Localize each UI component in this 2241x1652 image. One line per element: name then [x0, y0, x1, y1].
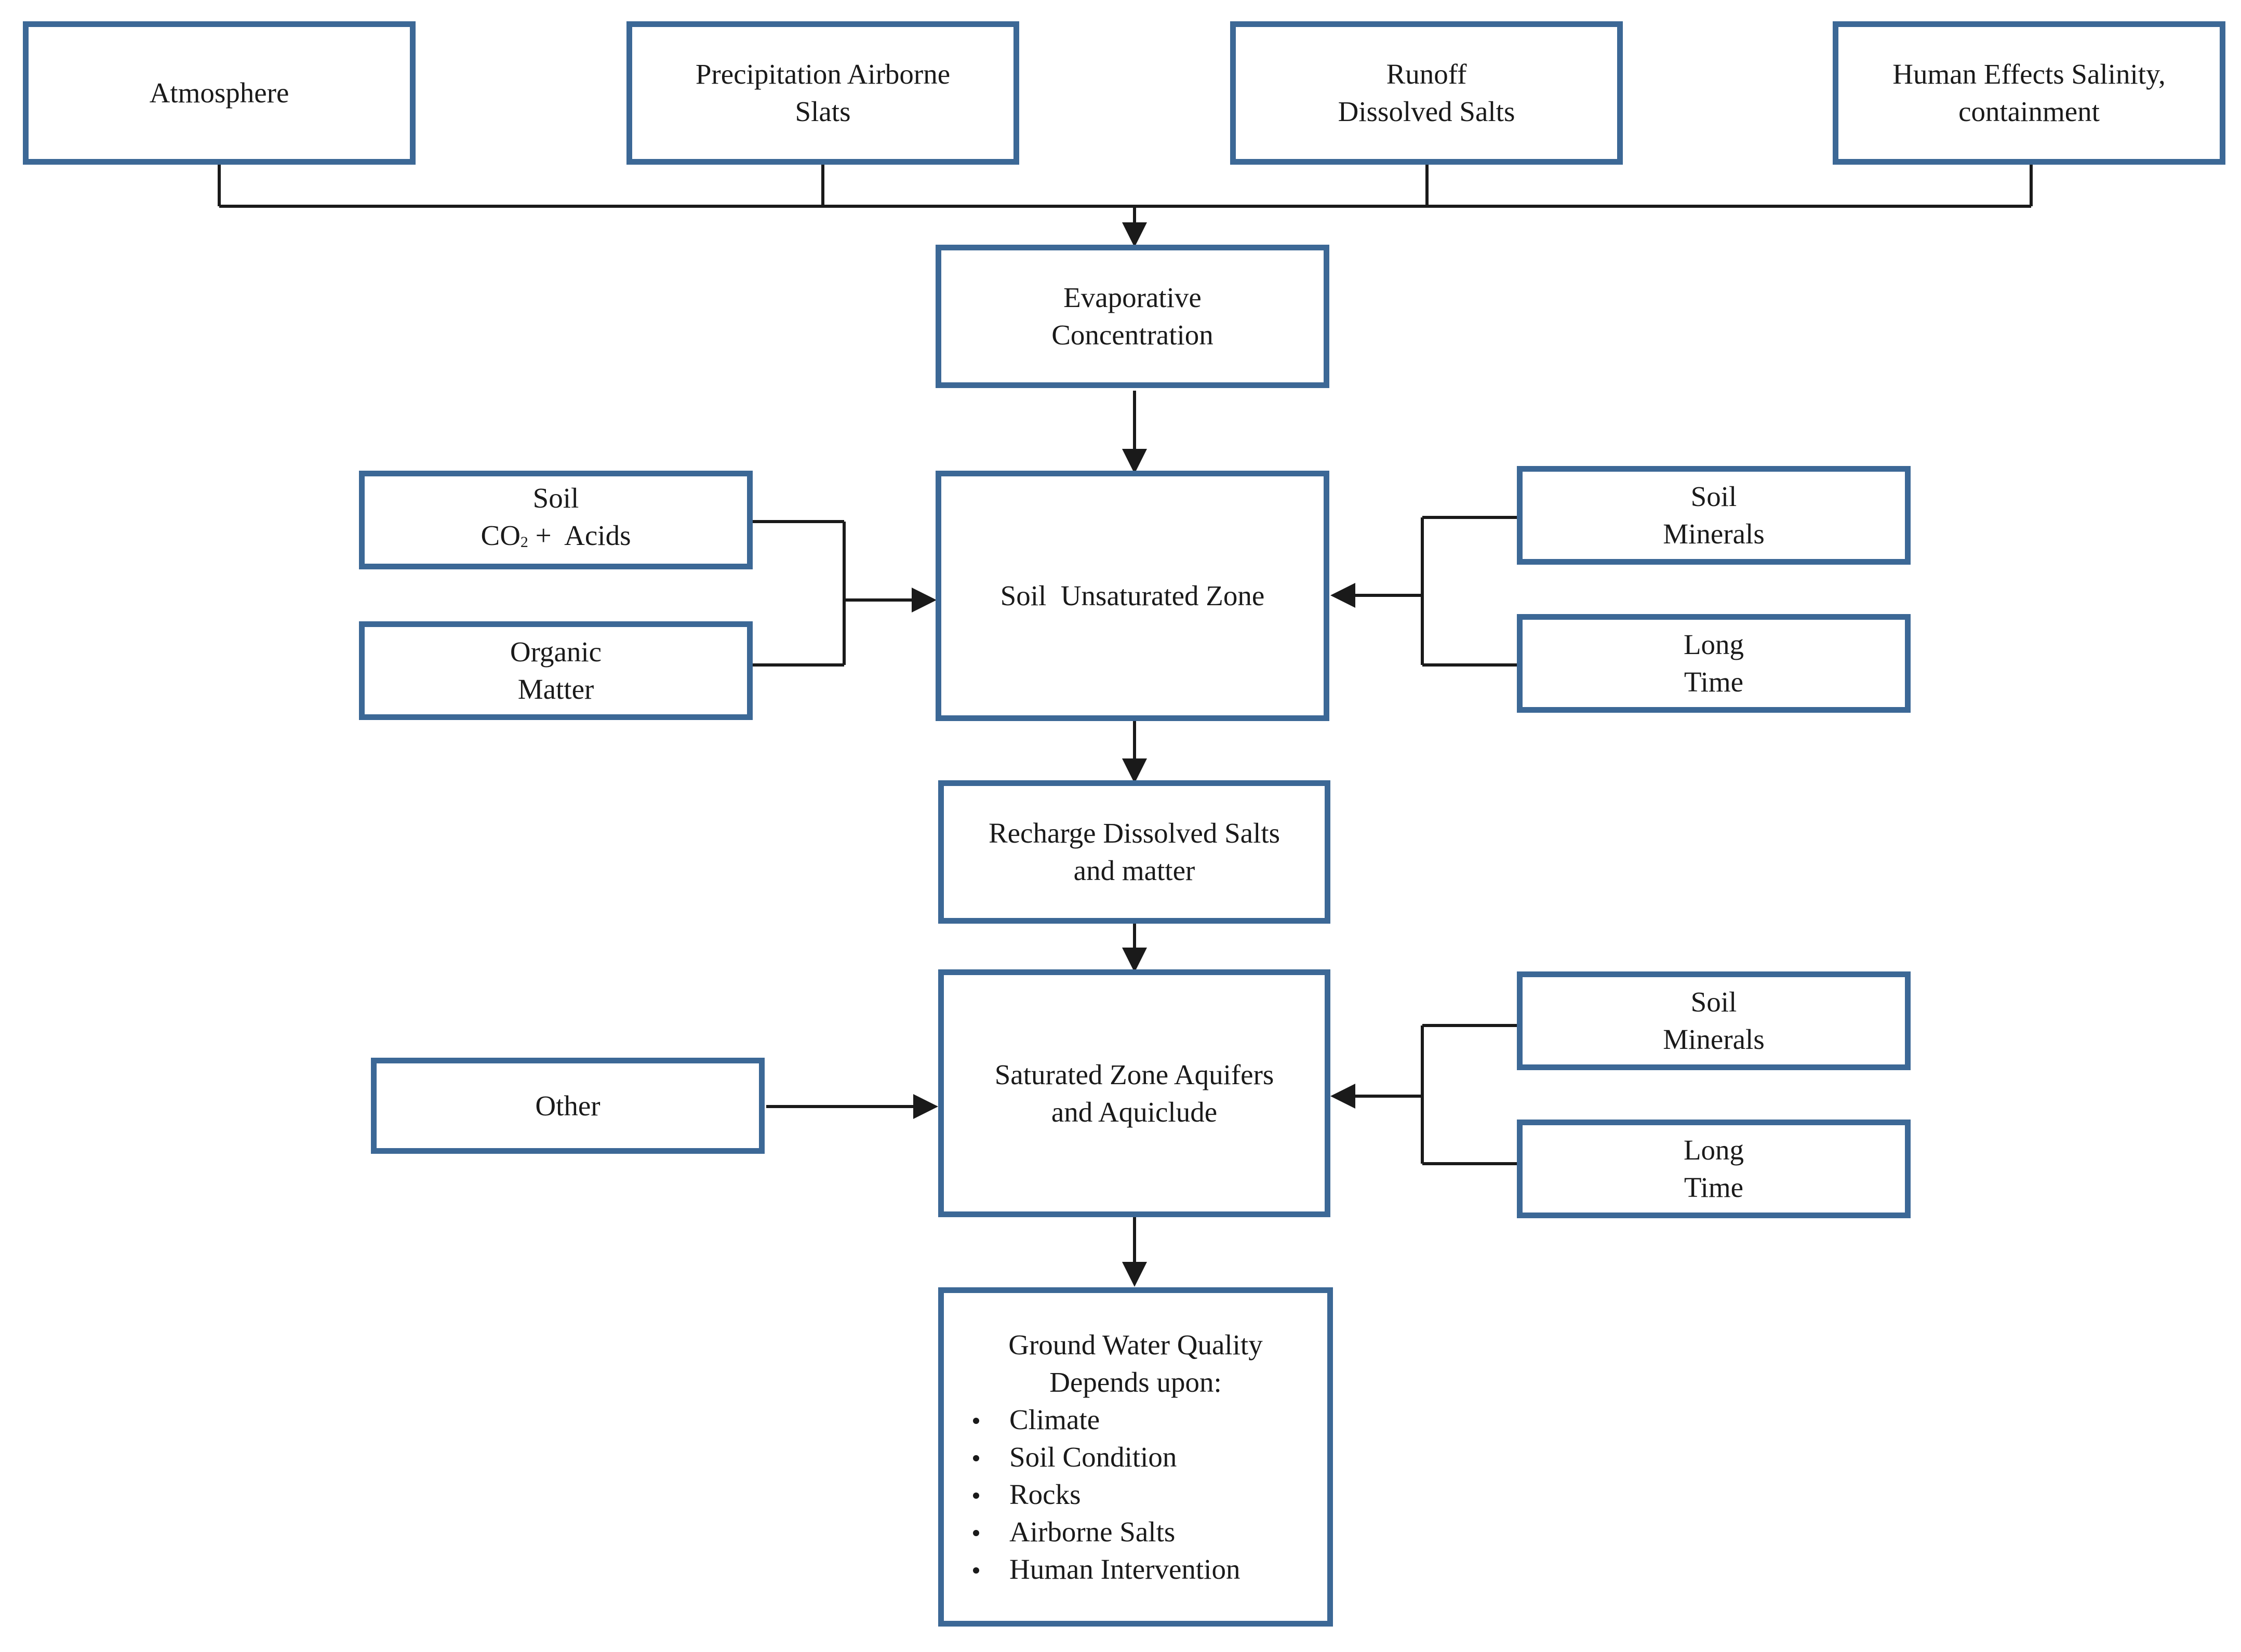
organic-matter-label-line2: Matter	[517, 673, 594, 705]
ground-water-quality-box: Ground Water Quality Depends upon: Clima…	[938, 1287, 1333, 1627]
soil-minerals-box-2: Soil Minerals	[1517, 971, 1911, 1070]
soil-co2-acids-box: Soil CO2 + Acids	[359, 471, 753, 569]
human-effects-box: Human Effects Salinity, containment	[1833, 21, 2225, 165]
human-effects-label-line1: Human Effects Salinity,	[1892, 58, 2166, 90]
soil-co2-label-line2: CO2 + Acids	[481, 517, 631, 561]
saturated-zone-box: Saturated Zone Aquifers and Aquiclude	[938, 969, 1330, 1217]
soil-unsaturated-zone-box: Soil Unsaturated Zone	[936, 471, 1329, 721]
evaporative-concentration-box: Evaporative Concentration	[936, 245, 1329, 388]
saturated-label-line1: Saturated Zone Aquifers	[994, 1058, 1274, 1090]
long-time-2-label-line1: Long	[1683, 1134, 1744, 1166]
runoff-label-line1: Runoff	[1386, 58, 1467, 90]
atmosphere-box: Atmosphere	[23, 21, 416, 165]
groundwater-factor: Soil Condition	[969, 1438, 1240, 1476]
recharge-label-line2: and matter	[1073, 855, 1195, 886]
groundwater-factor: Human Intervention	[969, 1551, 1240, 1588]
other-box: Other	[371, 1058, 765, 1154]
groundwater-factor: Rocks	[969, 1476, 1240, 1513]
long-time-1-label-line1: Long	[1683, 629, 1744, 660]
acids-text: + Acids	[528, 519, 631, 551]
soil-minerals-2-label-line1: Soil	[1690, 986, 1737, 1018]
atmosphere-label: Atmosphere	[149, 77, 289, 109]
recharge-dissolved-salts-box: Recharge Dissolved Salts and matter	[938, 780, 1330, 924]
soil-minerals-2-label-line2: Minerals	[1663, 1023, 1765, 1055]
soil-minerals-1-label-line2: Minerals	[1663, 518, 1765, 550]
recharge-label-line1: Recharge Dissolved Salts	[988, 817, 1280, 849]
saturated-label-line2: and Aquiclude	[1051, 1096, 1218, 1128]
soil-minerals-1-label-line1: Soil	[1690, 481, 1737, 512]
long-time-1-label-line2: Time	[1684, 666, 1744, 698]
other-label: Other	[535, 1089, 601, 1122]
long-time-box-2: Long Time	[1517, 1120, 1911, 1218]
groundwater-title-line1: Ground Water Quality	[1008, 1328, 1263, 1361]
runoff-label-line2: Dissolved Salts	[1338, 96, 1515, 127]
soil-co2-label-line1: Soil	[532, 482, 579, 514]
evaporative-label-line1: Evaporative	[1063, 282, 1202, 313]
human-effects-label-line2: containment	[1958, 96, 2100, 127]
long-time-2-label-line2: Time	[1684, 1171, 1744, 1203]
evaporative-label-line2: Concentration	[1051, 319, 1213, 351]
precipitation-label-line2: Slats	[795, 96, 851, 127]
organic-matter-box: Organic Matter	[359, 621, 753, 720]
long-time-box-1: Long Time	[1517, 614, 1911, 713]
groundwater-factor: Airborne Salts	[969, 1513, 1240, 1551]
co2-subscript: 2	[520, 533, 528, 551]
soil-minerals-box-1: Soil Minerals	[1517, 466, 1911, 565]
groundwater-title-line2: Depends upon:	[1049, 1366, 1222, 1398]
groundwater-factor-list: Climate Soil Condition Rocks Airborne Sa…	[969, 1401, 1240, 1588]
organic-matter-label-line1: Organic	[510, 636, 602, 668]
soil-unsaturated-label: Soil Unsaturated Zone	[1000, 580, 1265, 611]
precipitation-box: Precipitation Airborne Slats	[626, 21, 1019, 165]
precipitation-label-line1: Precipitation Airborne	[695, 58, 951, 90]
runoff-box: Runoff Dissolved Salts	[1230, 21, 1623, 165]
groundwater-factor: Climate	[969, 1401, 1240, 1438]
co2-text: CO	[481, 519, 521, 551]
